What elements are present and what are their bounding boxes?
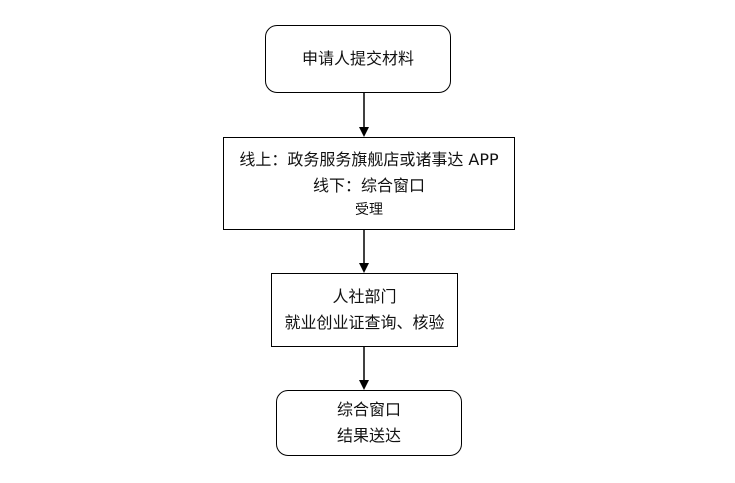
- step-submit-materials: 申请人提交材料: [265, 25, 451, 93]
- delivery-window-text: 综合窗口: [336, 400, 401, 419]
- acceptance-online-text: 线上：政务服务旗舰店或诸事达 APP: [239, 149, 499, 169]
- review-dept-text: 人社部门: [332, 287, 397, 306]
- acceptance-offline-text: 线下：综合窗口: [312, 175, 425, 195]
- acceptance-action-text: 受理: [355, 201, 383, 218]
- step-result-delivery: 综合窗口 结果送达: [276, 390, 462, 456]
- step-acceptance: 线上：政务服务旗舰店或诸事达 APP 线下：综合窗口 受理: [223, 137, 515, 230]
- review-action-text: 就业创业证查询、核验: [284, 313, 445, 332]
- delivery-action-text: 结果送达: [336, 426, 401, 445]
- step-hr-review: 人社部门 就业创业证查询、核验: [271, 273, 458, 347]
- step-submit-text: 申请人提交材料: [301, 49, 414, 68]
